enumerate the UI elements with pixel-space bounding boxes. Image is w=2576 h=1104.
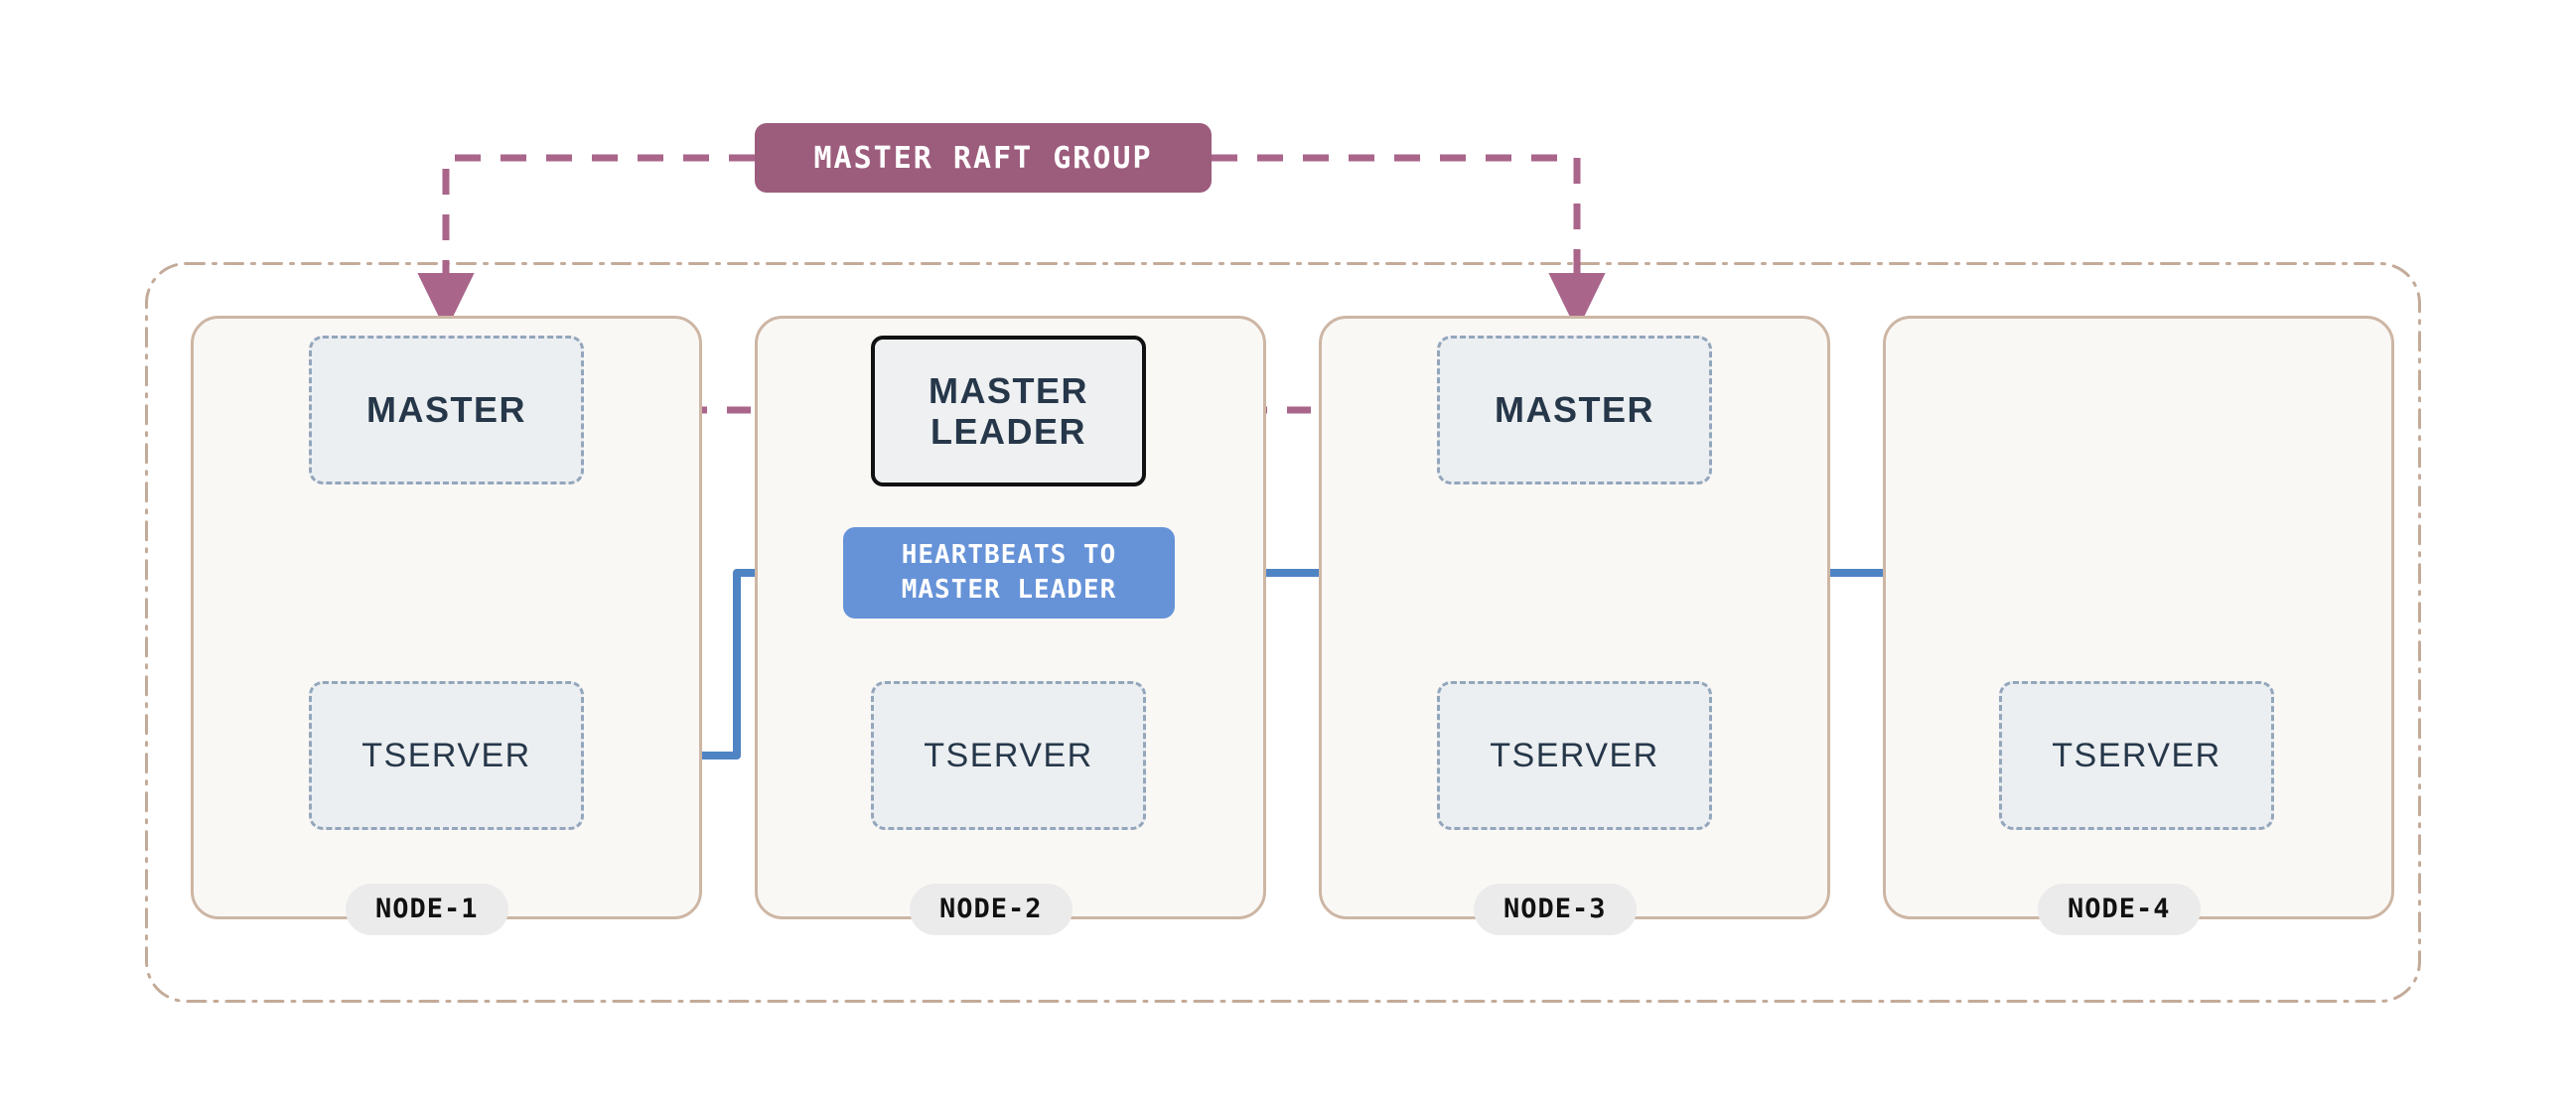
master-raft-group-label: MASTER RAFT GROUP bbox=[755, 123, 1212, 193]
master-leader-line1: MASTER bbox=[929, 369, 1088, 411]
raft-link-to-master-1 bbox=[417, 154, 755, 332]
tserver-node-2: TSERVER bbox=[871, 681, 1146, 830]
node-label-2: NODE-2 bbox=[910, 884, 1073, 935]
tserver-node-4: TSERVER bbox=[1999, 681, 2274, 830]
node-label-4: NODE-4 bbox=[2038, 884, 2201, 935]
master-leader-line2: LEADER bbox=[930, 411, 1086, 452]
heartbeats-line1: HEARTBEATS TO bbox=[901, 539, 1117, 570]
node-label-1: NODE-1 bbox=[346, 884, 508, 935]
raft-link-to-master-3 bbox=[1212, 154, 1606, 332]
node-label-3: NODE-3 bbox=[1474, 884, 1637, 935]
master-node-1: MASTER bbox=[309, 336, 584, 484]
cluster-outer-border bbox=[145, 262, 2421, 1003]
master-leader-node-2: MASTER LEADER bbox=[871, 336, 1146, 486]
heartbeats-line2: MASTER LEADER bbox=[901, 575, 1117, 605]
tserver-node-1: TSERVER bbox=[309, 681, 584, 830]
tserver-node-3: TSERVER bbox=[1437, 681, 1712, 830]
master-node-3: MASTER bbox=[1437, 336, 1712, 484]
heartbeats-to-master-leader-label: HEARTBEATS TO MASTER LEADER bbox=[843, 527, 1175, 619]
